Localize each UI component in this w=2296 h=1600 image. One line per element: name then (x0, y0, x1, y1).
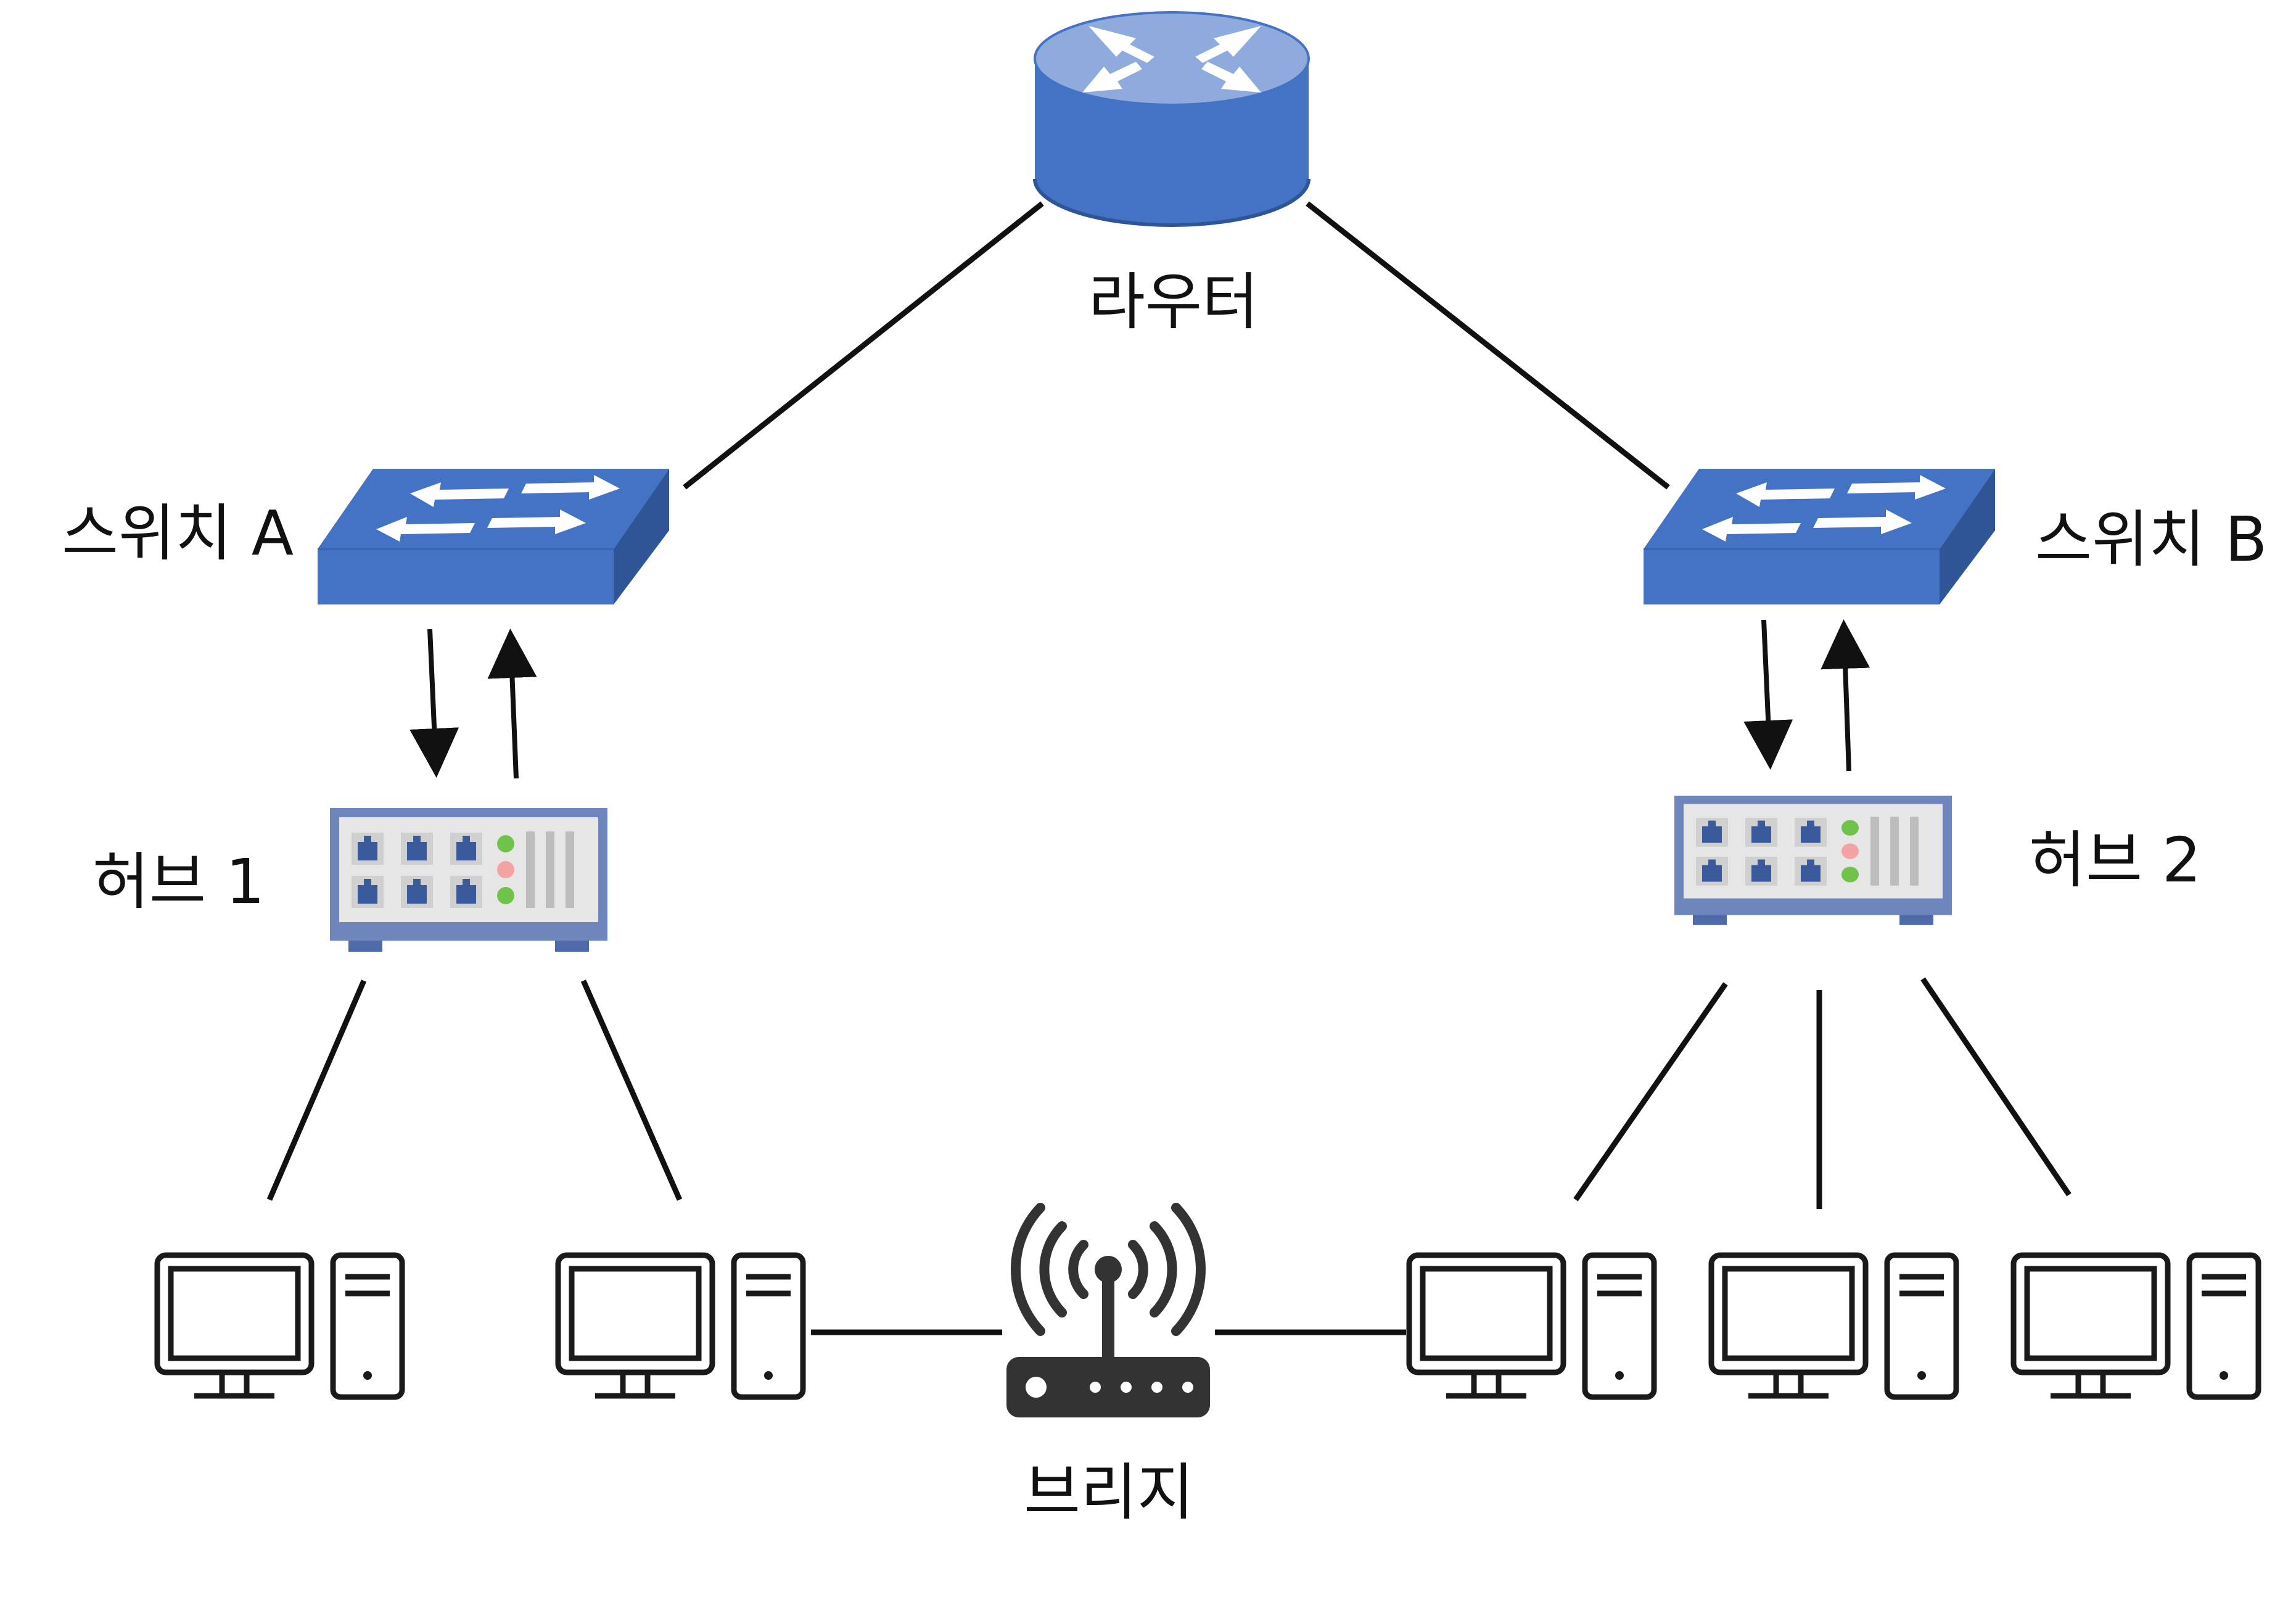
switch-a-label: 스위치 A (62, 497, 294, 569)
switch-b-label: 스위치 B (2035, 503, 2268, 575)
link-hub2-pc5 (1920, 977, 2072, 1197)
computer-icon (1711, 1255, 1956, 1397)
hub-2-label: 허브 2 (2029, 824, 2202, 896)
arrow-switch-b-to-hub-2 (1743, 619, 1793, 770)
hub-1-icon (330, 808, 607, 952)
arrow-switch-a-to-hub-1 (409, 629, 459, 778)
computer-icon (558, 1255, 803, 1397)
router-icon (1033, 11, 1311, 227)
hub-1-label: 허브 1 (93, 846, 265, 918)
bridge-label: 브리지 (1024, 1456, 1194, 1528)
computer-icon (1409, 1255, 1654, 1397)
link-router-switch-a (683, 201, 1044, 490)
wireless-bridge-icon (1006, 1203, 1210, 1417)
computer-icon (157, 1255, 402, 1397)
link-hub1-pc1 (266, 979, 367, 1201)
data-flow-arrows (409, 619, 1870, 779)
arrow-hub-2-to-switch-b (1821, 619, 1870, 772)
switch-b-icon (1642, 468, 1996, 606)
link-hub2-pc3 (1573, 982, 1728, 1202)
link-hub1-pc2 (580, 979, 683, 1201)
connections (266, 201, 2072, 1335)
link-router-switch-b (1306, 201, 1670, 490)
hub-2-icon (1674, 796, 1952, 925)
router-label: 라우터 (1088, 266, 1259, 338)
arrow-hub-1-to-switch-a (487, 629, 537, 779)
switch-a-icon (316, 468, 670, 606)
computer-icon (2014, 1255, 2258, 1397)
